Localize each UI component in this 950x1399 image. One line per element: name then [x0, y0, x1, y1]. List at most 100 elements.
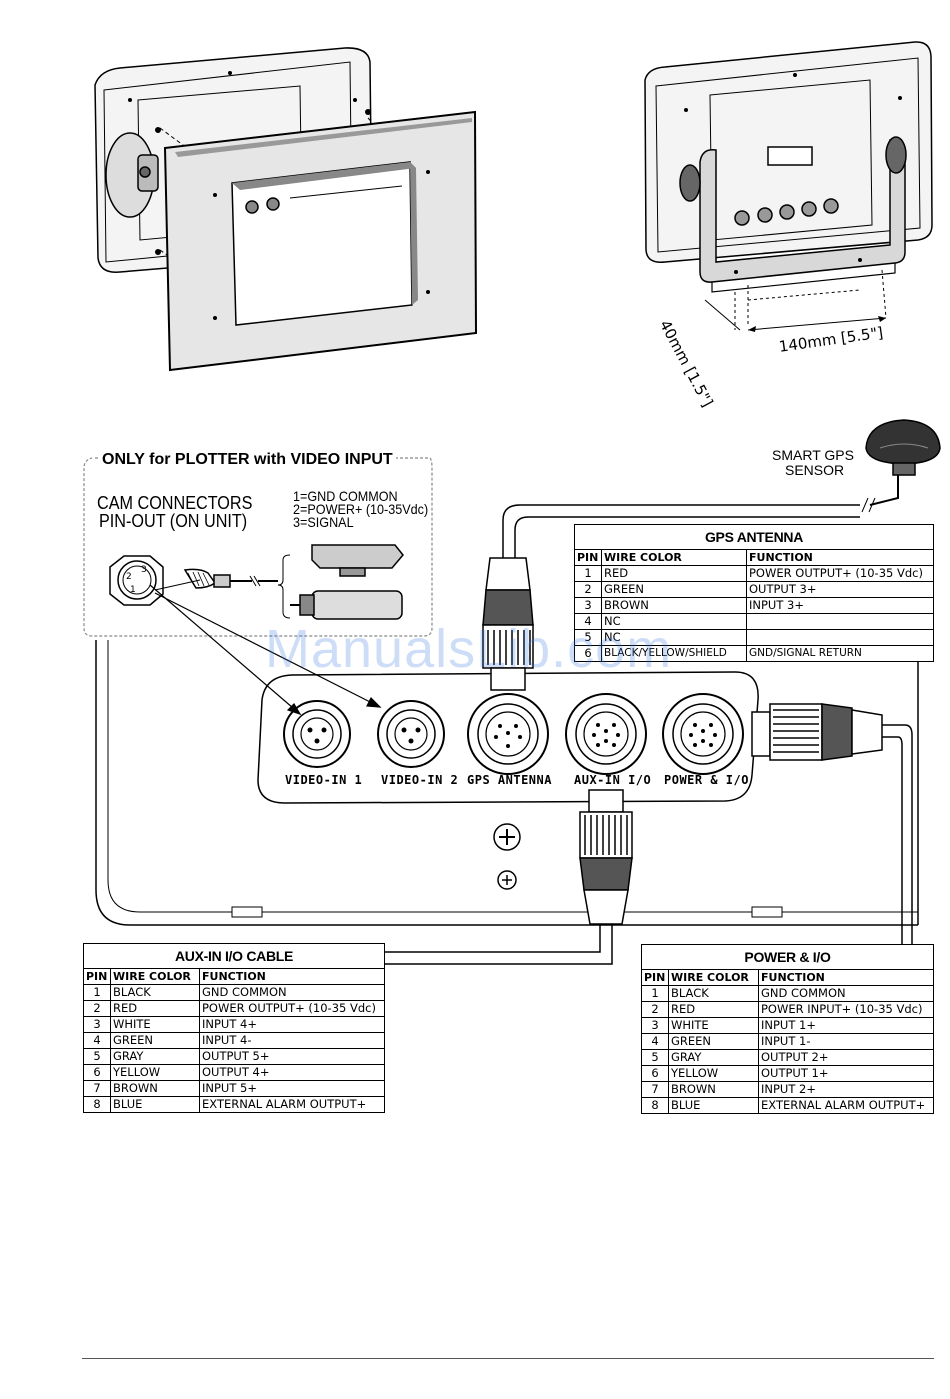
pin-cell: 2: [574, 581, 602, 598]
wire-color-cell: BROWN: [110, 1080, 200, 1097]
wire-color-cell: GREEN: [110, 1032, 200, 1049]
header-function: FUNCTION: [199, 968, 385, 985]
wire-color-cell: BLACK/YELLOW/SHIELD: [601, 645, 747, 662]
gps-antenna-socket: [467, 693, 549, 775]
gps-table-title: GPS ANTENNA: [574, 524, 934, 550]
header-pin: PIN: [641, 969, 669, 986]
pin-legend-3: 3=SIGNAL: [293, 514, 354, 530]
aux-in-io-plug: [385, 789, 633, 965]
cam-connector-illustration: [109, 555, 164, 606]
function-cell: INPUT 1+: [758, 1017, 934, 1034]
gps-antenna-plug: [482, 557, 534, 691]
watermark: ManualsLib.com: [265, 619, 673, 679]
wire-color-cell: BLUE: [110, 1096, 200, 1113]
function-cell: INPUT 3+: [746, 597, 934, 614]
power-io-socket: [662, 693, 744, 775]
aux-in-io-socket: [565, 693, 647, 775]
pin-cell: 3: [641, 1017, 669, 1034]
connector-label-aux-in-io: AUX-IN I/O: [574, 773, 652, 787]
header-wire-color: WIRE COLOR: [110, 968, 200, 985]
gps-sensor-label-line1: SMART GPS: [772, 447, 854, 463]
function-cell: GND COMMON: [758, 985, 934, 1002]
wire-color-cell: BROWN: [601, 597, 747, 614]
camera-illustration: [183, 544, 404, 620]
pin-cell: 1: [574, 565, 602, 582]
cam-connectors-label: CAM CONNECTORS: [97, 493, 253, 513]
bracket-mount-illustration: [644, 41, 933, 332]
function-cell: OUTPUT 5+: [199, 1048, 385, 1065]
cam-pin-3: 3: [141, 565, 147, 575]
pin-cell: 4: [83, 1032, 111, 1049]
cam-pin-2: 2: [126, 572, 132, 582]
gps-sensor-label-line2: SENSOR: [785, 462, 845, 478]
pin-legend-2: 2=POWER+ (10-35Vdc): [293, 501, 429, 517]
function-cell: [746, 613, 934, 630]
wire-color-cell: RED: [110, 1000, 200, 1017]
pin-cell: 1: [641, 985, 669, 1002]
pin-cell: 3: [83, 1016, 111, 1033]
wire-color-cell: RED: [668, 1001, 759, 1018]
footer-divider: [82, 1358, 934, 1359]
wire-color-cell: GRAY: [668, 1049, 759, 1066]
pin-cell: 8: [641, 1097, 669, 1114]
pin-legend-1: 1=GND COMMON: [293, 488, 398, 504]
wire-color-cell: YELLOW: [668, 1065, 759, 1082]
function-cell: INPUT 5+: [199, 1080, 385, 1097]
function-cell: GND COMMON: [199, 984, 385, 1001]
pin-cell: 7: [641, 1081, 669, 1098]
pin-cell: 8: [83, 1096, 111, 1113]
pin-cell: 7: [83, 1080, 111, 1097]
video-input-box: [83, 457, 433, 637]
connector-label-video-in-1: VIDEO-IN 1: [285, 773, 363, 787]
power-io-plug: [751, 703, 913, 944]
video-input-box-title: ONLY for PLOTTER with VIDEO INPUT: [99, 452, 396, 468]
function-cell: OUTPUT 4+: [199, 1064, 385, 1081]
wire-color-cell: YELLOW: [110, 1064, 200, 1081]
flush-mount-illustration: [94, 47, 478, 372]
connector-label-gps-antenna: GPS ANTENNA: [467, 773, 552, 787]
gps-sensor-illustration: [502, 419, 941, 560]
pin-cell: 2: [83, 1000, 111, 1017]
function-cell: POWER OUTPUT+ (10-35 Vdc): [199, 1000, 385, 1017]
pin-cell: 6: [83, 1064, 111, 1081]
pin-cell: 6: [641, 1065, 669, 1082]
function-cell: INPUT 2+: [758, 1081, 934, 1098]
connector-label-video-in-2: VIDEO-IN 2: [381, 773, 459, 787]
function-cell: OUTPUT 3+: [746, 581, 934, 598]
wire-color-cell: BLACK: [110, 984, 200, 1001]
function-cell: POWER INPUT+ (10-35 Vdc): [758, 1001, 934, 1018]
function-cell: GND/SIGNAL RETURN: [746, 645, 934, 662]
function-cell: POWER OUTPUT+ (10-35 Vdc): [746, 565, 934, 582]
power-table-title: POWER & I/O: [641, 944, 934, 970]
connector-label-power-io: POWER & I/O: [664, 773, 749, 787]
pin-cell: 3: [574, 597, 602, 614]
function-cell: EXTERNAL ALARM OUTPUT+: [758, 1097, 934, 1114]
pin-cell: 2: [641, 1001, 669, 1018]
wire-color-cell: RED: [601, 565, 747, 582]
wire-color-cell: GRAY: [110, 1048, 200, 1065]
wire-color-cell: GREEN: [668, 1033, 759, 1050]
pinout-arrows: [149, 579, 382, 716]
function-cell: INPUT 4+: [199, 1016, 385, 1033]
pin-cell: 5: [641, 1049, 669, 1066]
function-cell: INPUT 1-: [758, 1033, 934, 1050]
pin-cell: 1: [83, 984, 111, 1001]
header-function: FUNCTION: [758, 969, 934, 986]
wire-color-cell: BLUE: [668, 1097, 759, 1114]
pin-cell: 4: [641, 1033, 669, 1050]
